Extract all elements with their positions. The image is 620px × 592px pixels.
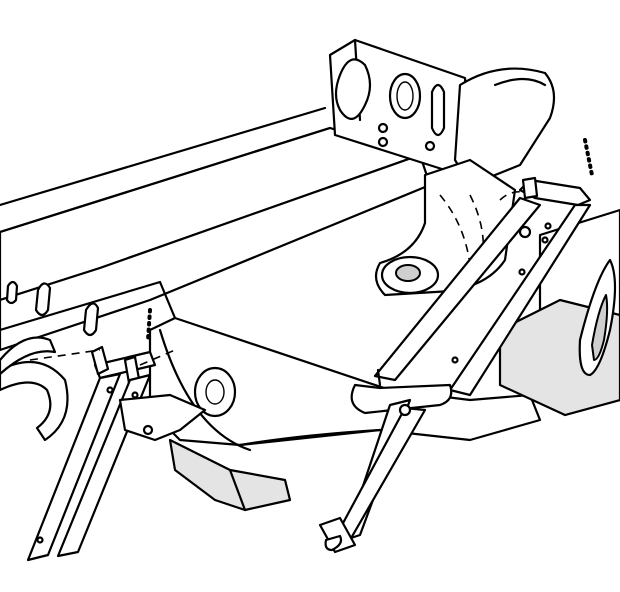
clamp-handle (26, 372, 122, 562)
right-locking-pliers-clamp (318, 176, 592, 554)
clamp-jaw-tab (521, 176, 539, 200)
clamp-jaw (90, 345, 110, 376)
bracket-bolt (377, 122, 389, 134)
bracket-bolt (377, 136, 389, 148)
left-spring-strap (0, 336, 69, 442)
bracket-hole (334, 58, 372, 120)
rail-hole (82, 302, 100, 337)
rail-hole (5, 280, 19, 305)
lower-bracket-block (168, 438, 292, 512)
clamp-arm (373, 196, 542, 382)
crossmember (148, 316, 542, 512)
left-locking-clamp (26, 345, 207, 562)
crossmember-boss (193, 366, 237, 418)
bracket-bolt (424, 140, 436, 152)
clamp-arm (448, 203, 592, 397)
weld-bead (583, 138, 594, 177)
right-frame-rail (498, 208, 620, 417)
rail-slot-inner (591, 294, 609, 361)
rail-hole (34, 282, 52, 317)
weld-bead (146, 308, 152, 342)
bracket-slot (430, 83, 446, 137)
bracket-hole (388, 72, 422, 120)
